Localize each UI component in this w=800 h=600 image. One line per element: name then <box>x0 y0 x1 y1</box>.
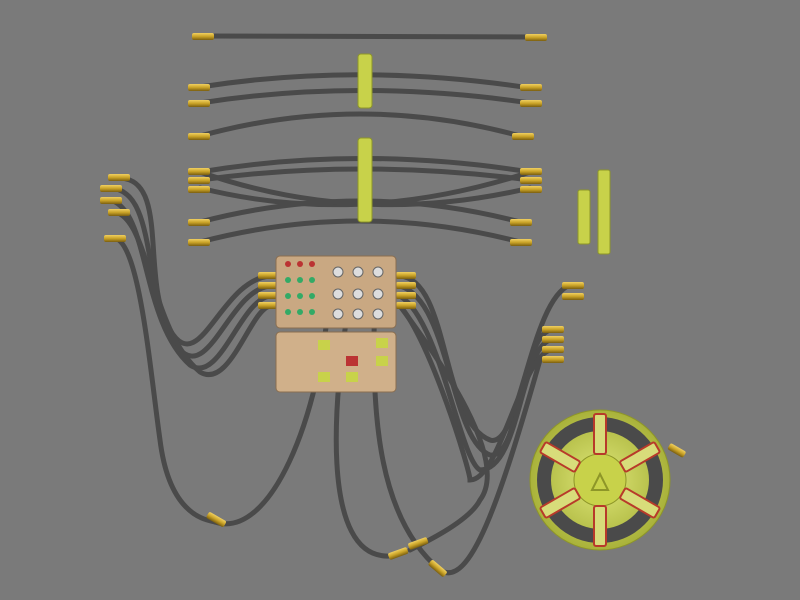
cable-clips <box>357 53 611 255</box>
indicator-leds <box>285 261 315 315</box>
cable-reel <box>529 409 671 551</box>
junction-box <box>275 255 397 393</box>
cable <box>202 33 538 40</box>
cable <box>197 111 523 139</box>
connectors <box>100 33 686 577</box>
cable <box>197 218 523 245</box>
warning-triangle-icon <box>590 471 610 491</box>
main-harness <box>107 175 573 576</box>
screw-terminals <box>332 266 384 320</box>
